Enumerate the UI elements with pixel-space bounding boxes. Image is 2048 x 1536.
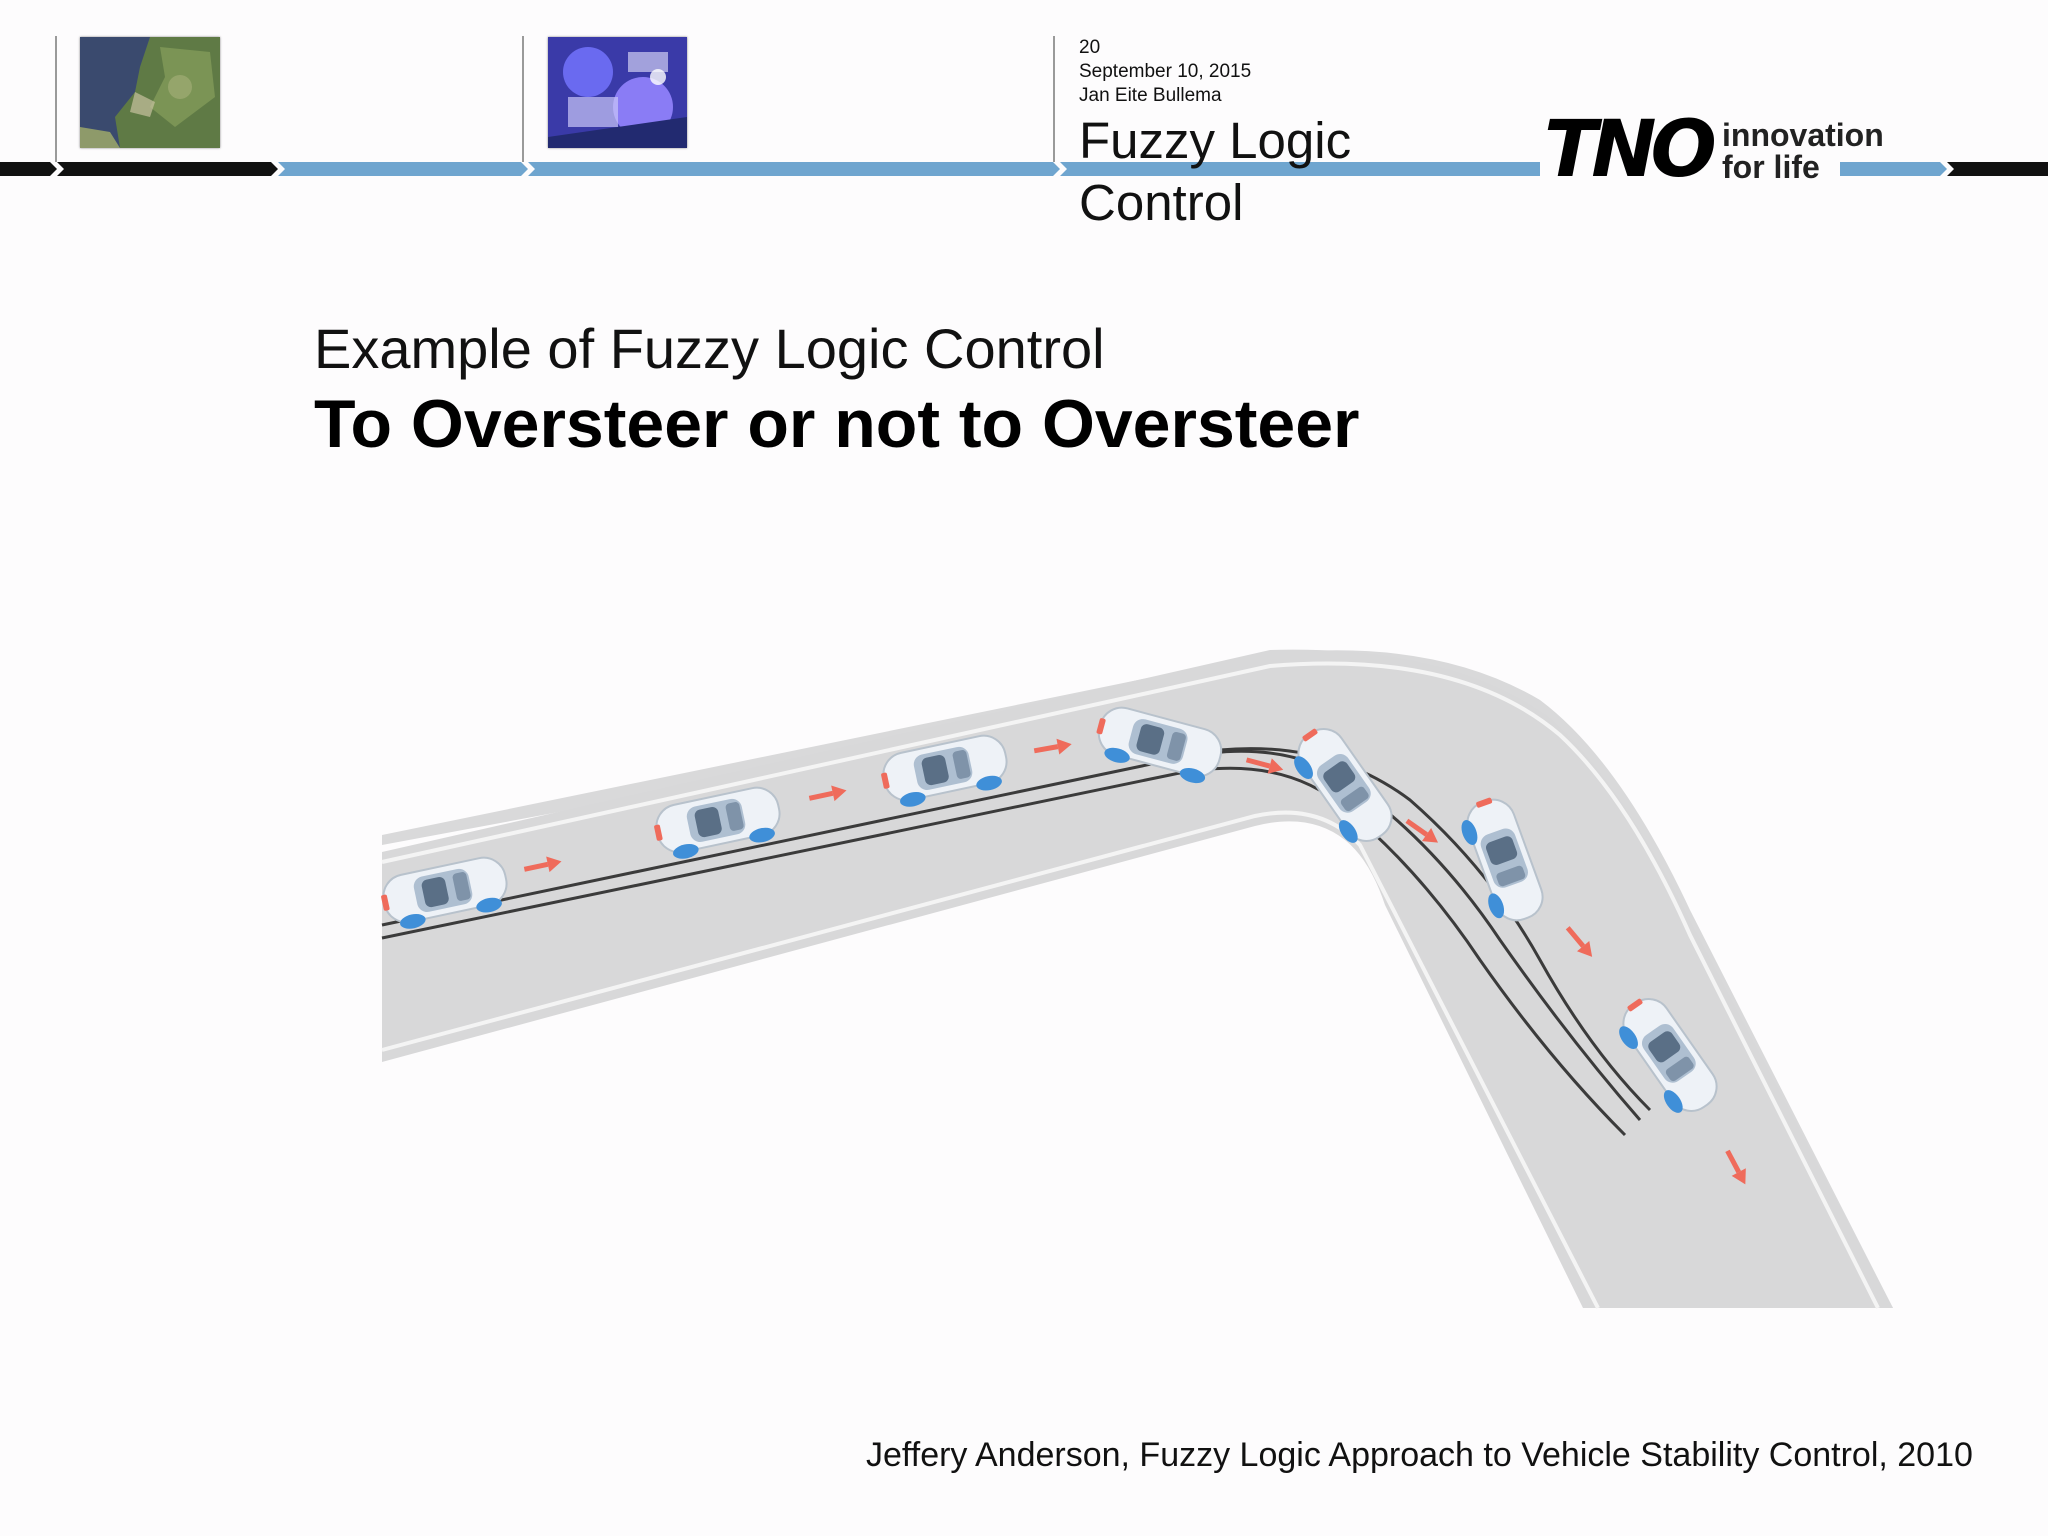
header-divider: [55, 36, 57, 162]
tno-tagline-line2: for life: [1722, 149, 1820, 185]
laboratory-photo: [548, 37, 687, 148]
header-band: [0, 162, 2048, 176]
logo-background: [1542, 110, 1838, 190]
tno-tagline-line1: innovation: [1722, 117, 1884, 153]
road-edge-line: [381, 661, 1880, 1309]
tno-wordmark: TNO: [1544, 105, 1717, 195]
tyre-track: [381, 766, 1627, 1137]
presentation-date: September 10, 2015: [1079, 61, 1252, 82]
author-name: Jan Eite Bullema: [1079, 85, 1222, 106]
slide-subtitle: Example of Fuzzy Logic Control: [314, 317, 1105, 380]
header-divider: [522, 36, 524, 162]
page-number: 20: [1079, 37, 1101, 58]
tyre-track: [381, 749, 1642, 1121]
slide-title: To Oversteer or not to Oversteer: [314, 386, 1360, 462]
satellite-map-photo: [80, 37, 220, 148]
header-divider: [1053, 36, 1055, 162]
citation: Jeffery Anderson, Fuzzy Logic Approach t…: [866, 1436, 1973, 1474]
header-title: Fuzzy Logic Control: [1079, 112, 1352, 231]
